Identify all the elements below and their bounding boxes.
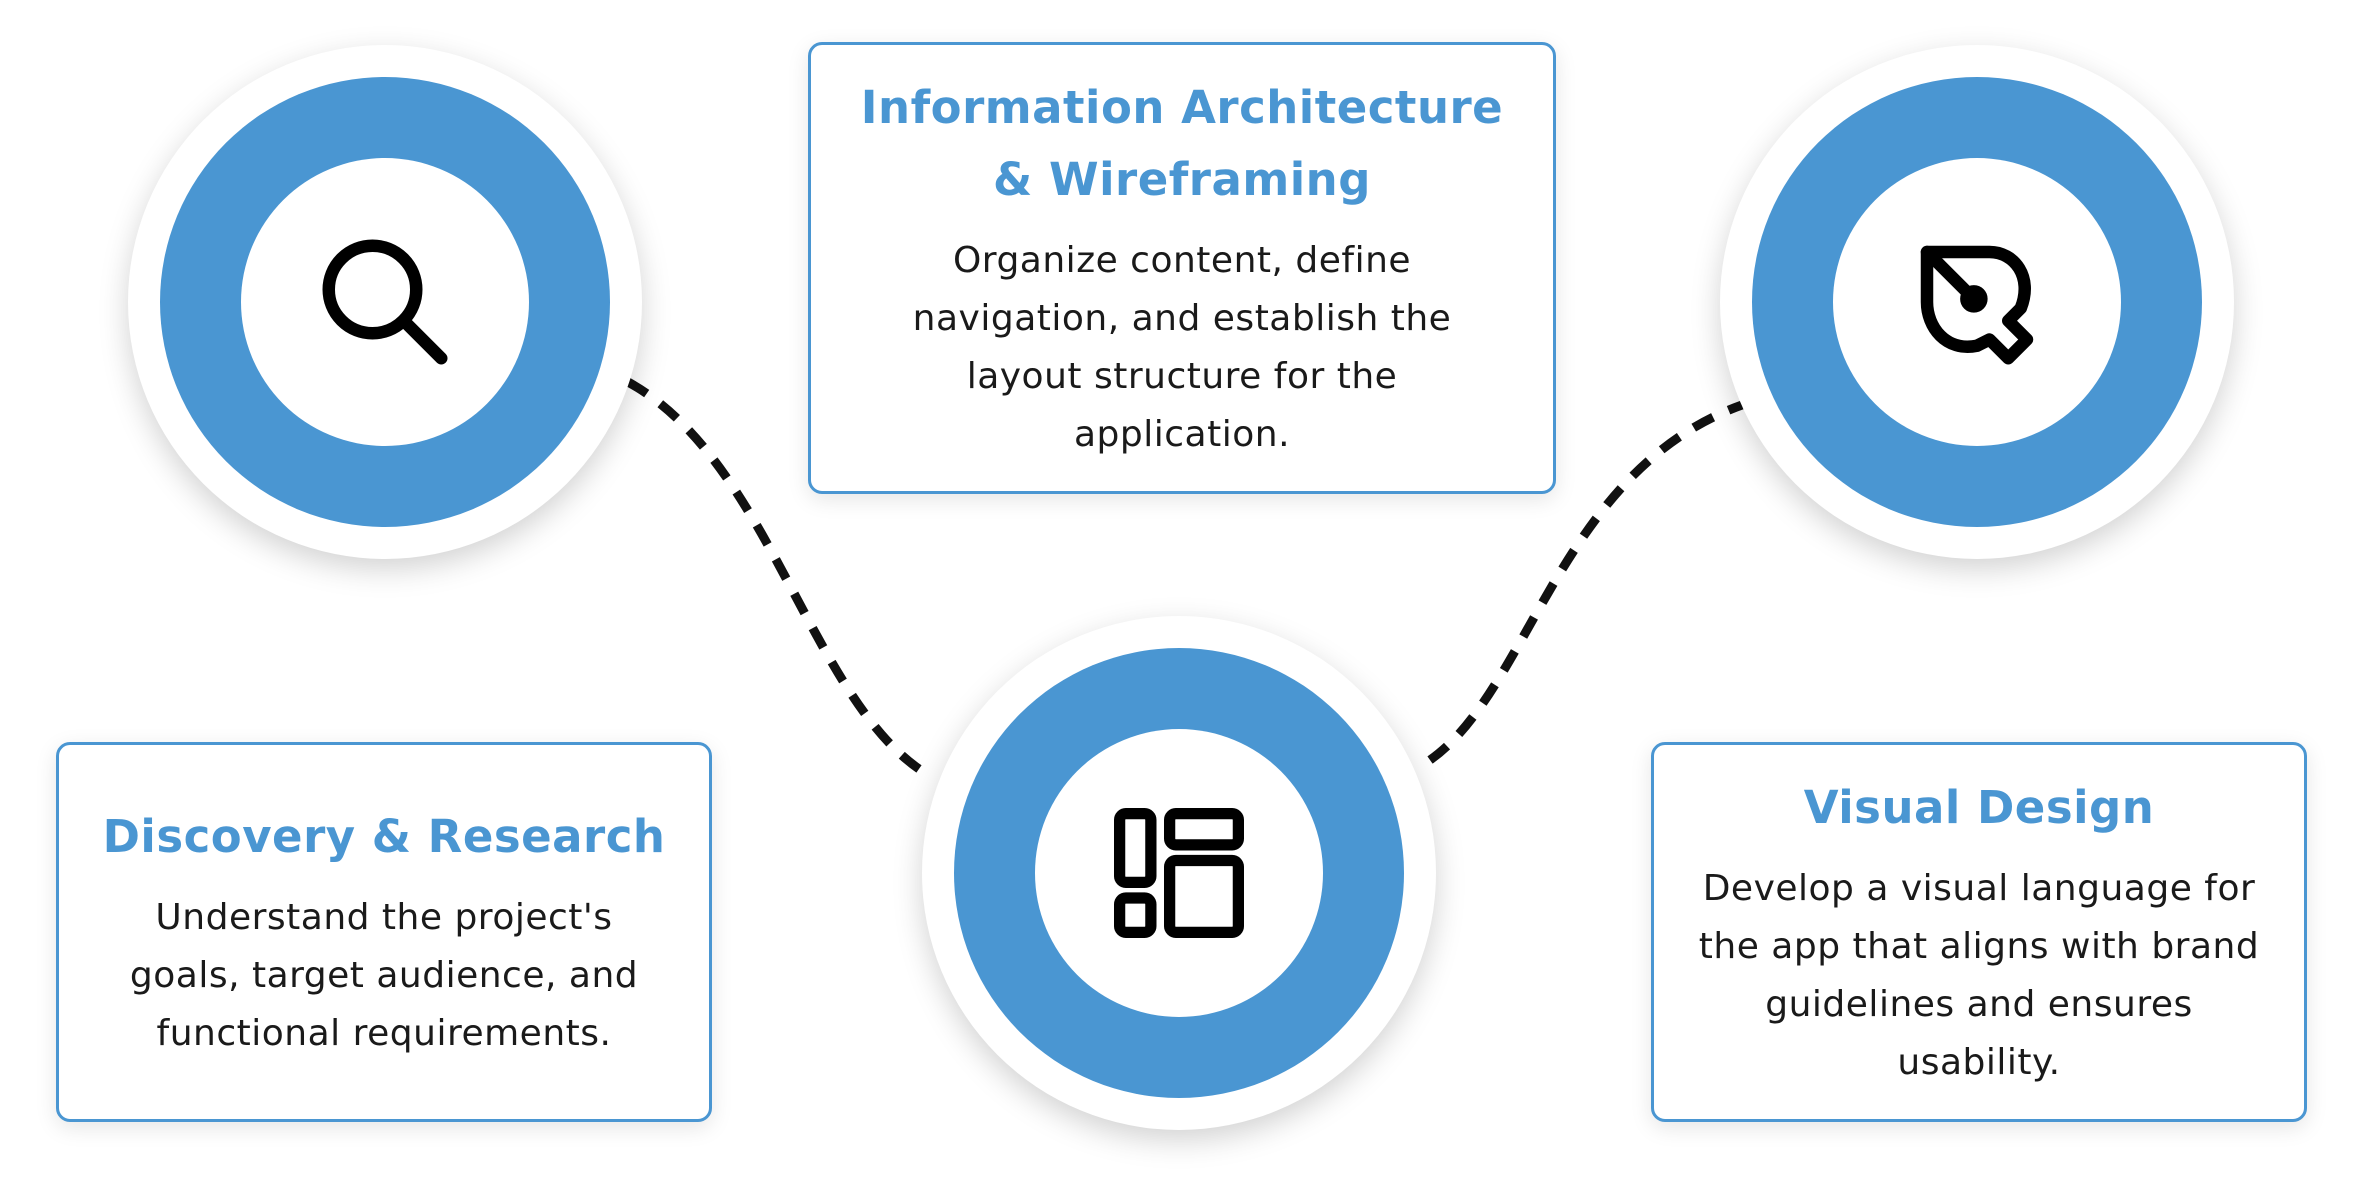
layout-dashboard-icon: [1114, 808, 1244, 938]
step-circle-information-architecture: [922, 616, 1436, 1130]
step-card-discovery: Discovery & Research Understand the proj…: [56, 742, 712, 1122]
step-title: Discovery & Research: [102, 810, 666, 863]
step-title: Information Architecture & Wireframing: [860, 81, 1504, 206]
connector-ia-to-visual: [1427, 400, 1744, 764]
pen-tool-icon: [1920, 245, 2034, 365]
step-icon-holder: [1833, 158, 2121, 446]
step-icon-holder: [241, 158, 529, 446]
search-icon: [322, 239, 448, 365]
step-card-information-architecture: Information Architecture & Wireframing O…: [808, 42, 1556, 494]
step-card-visual-design: Visual Design Develop a visual language …: [1651, 742, 2307, 1122]
step-description: Develop a visual language for the app th…: [1698, 868, 2260, 1083]
step-description: Understand the project's goals, target a…: [129, 897, 639, 1054]
step-title: Visual Design: [1803, 781, 2155, 834]
step-icon-holder: [1035, 729, 1323, 1017]
connector-discovery-to-ia: [625, 378, 928, 777]
step-description: Organize content, define navigation, and…: [912, 240, 1452, 455]
step-circle-visual-design: [1720, 45, 2234, 559]
step-circle-discovery: [128, 45, 642, 559]
